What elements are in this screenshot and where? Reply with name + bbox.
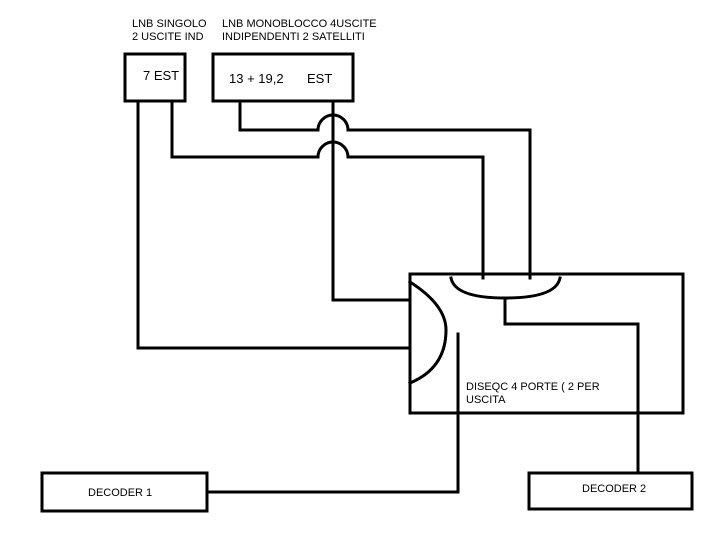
cable-decoder2	[503, 296, 640, 475]
diseqc-top-switch	[449, 276, 562, 300]
cable-7est-b	[170, 99, 485, 280]
lnb-monoblock-box	[211, 52, 355, 103]
decoder2-box	[527, 471, 694, 511]
lnb-monoblock-caption: LNB MONOBLOCCO 4USCITE INDIPENDENTI 2 SA…	[222, 18, 377, 44]
cable-decoder1	[205, 332, 460, 494]
diseqc-label: DISEQC 4 PORTE ( 2 PER USCITA	[466, 381, 600, 407]
diseqc-label-line2: USCITA	[466, 394, 506, 406]
lnb-single-caption: LNB SINGOLO 2 USCITE IND	[132, 18, 207, 44]
decoder2-label: DECODER 2	[582, 483, 647, 495]
diseqc-box	[408, 272, 685, 415]
lnb-single-caption-line2: 2 USCITE IND	[132, 31, 204, 43]
lnb-monoblock-position-value: 13 + 19,2	[229, 71, 284, 86]
lnb-monoblock-caption-line2: INDIPENDENTI 2 SATELLITI	[222, 31, 365, 43]
cable-7est-a	[136, 99, 412, 350]
cable-monoblock-a	[238, 99, 532, 280]
lnb-single-box	[123, 52, 187, 103]
diseqc-label-line1: DISEQC 4 PORTE ( 2 PER	[466, 381, 600, 393]
lnb-monoblock-caption-line1: LNB MONOBLOCCO 4USCITE	[222, 18, 377, 30]
lnb-monoblock-position-unit: EST	[307, 71, 333, 86]
lnb-single-caption-line1: LNB SINGOLO	[132, 18, 207, 30]
diseqc-left-switch	[407, 279, 448, 385]
lnb-single-position: 7 EST	[143, 68, 180, 83]
decoder1-label: DECODER 1	[88, 487, 153, 499]
cable-monoblock-b	[331, 99, 412, 302]
